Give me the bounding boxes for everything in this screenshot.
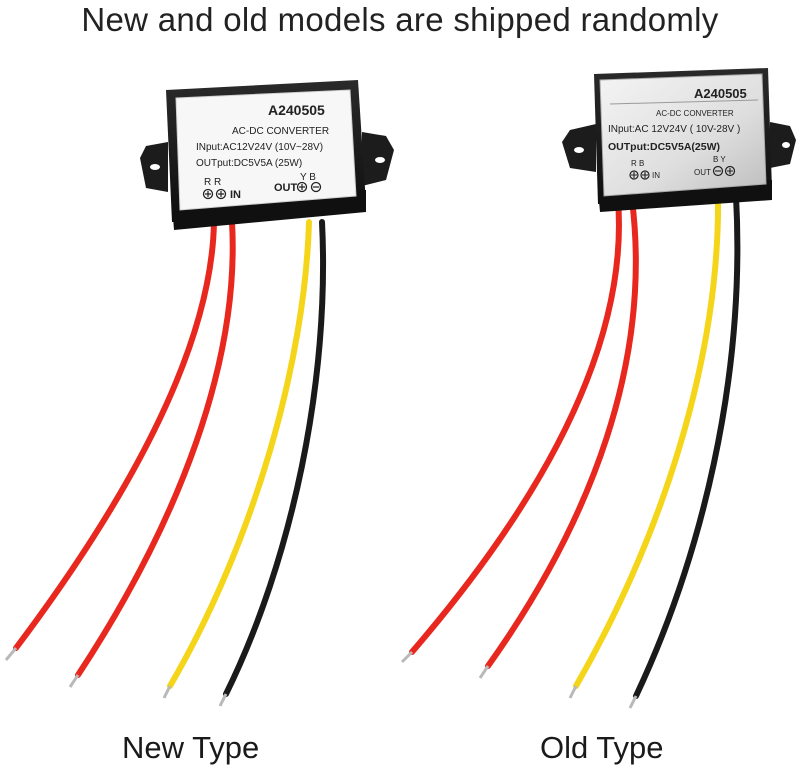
new-wires [4, 219, 327, 707]
old-kind: AC-DC CONVERTER [656, 109, 734, 118]
old-out-letters: B Y [713, 155, 726, 164]
old-model: A240505 [694, 86, 747, 101]
old-right-ear-hole [782, 142, 790, 148]
new-in-plus-icon-2 [215, 188, 227, 200]
new-red-wire-1 [13, 219, 217, 651]
new-kind: AC-DC CONVERTER [232, 126, 329, 137]
old-type-caption: Old Type [540, 730, 664, 765]
new-output: OUTput:DC5V5A (25W) [196, 158, 302, 169]
headline: New and old models are shipped randomly [81, 1, 719, 38]
new-in-plus-icon [202, 188, 214, 200]
new-label [175, 89, 357, 211]
new-wire-tip-1 [4, 647, 18, 661]
new-out-label: OUT [274, 182, 298, 194]
new-right-ear-hole [375, 157, 385, 163]
old-wires [400, 193, 741, 709]
new-input: INput:AC12V24V (10V~28V) [196, 142, 323, 153]
old-red-wire-1 [409, 197, 622, 655]
new-red-wire-2 [75, 219, 236, 678]
old-out-label: OUT [694, 168, 711, 177]
old-left-ear-hole [574, 147, 584, 153]
old-label [599, 73, 767, 197]
old-input: INput:AC 12V24V ( 10V-28V ) [608, 124, 740, 135]
old-output: OUTput:DC5V5A(25W) [608, 141, 720, 153]
new-out-letters: Y B [300, 172, 316, 183]
new-out-plus-icon [296, 181, 308, 193]
new-in-letters: R R [204, 177, 221, 188]
old-out-minus-icon [712, 165, 724, 177]
old-in-plus-icon [629, 170, 639, 180]
new-wire-tip-3 [162, 685, 172, 699]
old-in-plus-icon-2 [640, 170, 650, 180]
new-left-ear-hole [150, 164, 160, 170]
new-in-label: IN [230, 189, 241, 201]
new-converter: A240505 AC-DC CONVERTER INput:AC12V24V (… [4, 80, 394, 707]
old-converter: A240505 AC-DC CONVERTER INput:AC 12V24V … [400, 68, 796, 709]
new-model: A240505 [268, 102, 325, 118]
old-wire-tip-4 [628, 695, 638, 709]
new-out-minus-icon [310, 181, 322, 193]
old-red-wire-2 [485, 197, 639, 669]
new-wire-tip-2 [68, 674, 80, 688]
old-wire-tip-2 [478, 665, 490, 679]
old-black-wire [633, 193, 741, 699]
old-wire-tip-3 [568, 685, 578, 699]
old-yellow-wire [573, 193, 722, 689]
new-housing-base [172, 190, 366, 230]
old-wire-tip-1 [400, 650, 414, 664]
new-wire-tip-4 [218, 693, 228, 707]
new-yellow-wire [167, 219, 312, 689]
old-in-label: IN [652, 171, 660, 180]
new-black-wire [223, 219, 327, 697]
old-out-plus-icon [724, 165, 736, 177]
old-in-letters: R B [631, 159, 644, 168]
new-type-caption: New Type [122, 730, 260, 765]
